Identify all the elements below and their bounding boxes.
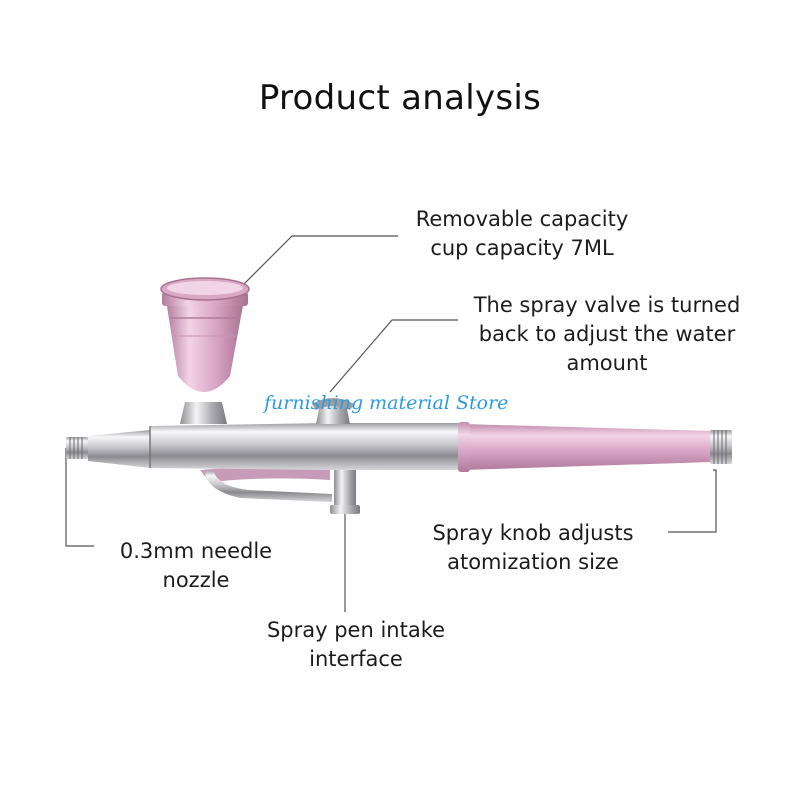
callout-valve: The spray valve is turned back to adjust…: [452, 291, 762, 378]
callout-knob: Spray knob adjusts atomization size: [408, 519, 658, 577]
paint-cup: [160, 277, 250, 392]
callout-nozzle-line: nozzle: [162, 568, 230, 592]
callout-nozzle-line: 0.3mm needle: [119, 539, 273, 563]
leader-line-cup: [235, 235, 398, 293]
callout-intake-line: interface: [309, 647, 403, 671]
callout-intake-line: Spray pen intake: [266, 618, 446, 642]
leader-line-valve: [329, 319, 458, 393]
page-title: Product analysis: [258, 78, 542, 118]
trigger-guard: [200, 466, 330, 482]
spray-knob: [710, 430, 732, 464]
callout-valve-line: The spray valve is turned: [473, 293, 741, 317]
leader-lines: [65, 235, 717, 612]
nozzle-tip: [66, 430, 150, 468]
pink-handle: [462, 424, 712, 470]
callout-cup-line: Removable capacity: [415, 207, 629, 231]
intake-stem: [330, 462, 360, 514]
cup-neck: [180, 402, 227, 424]
callout-knob-line: atomization size: [447, 550, 619, 574]
callout-knob-line: Spray knob adjusts: [432, 521, 634, 545]
spray-valve: [312, 398, 354, 424]
guard-frame: [205, 470, 332, 502]
callout-nozzle: 0.3mm needle nozzle: [96, 537, 296, 595]
store-watermark: furnishing material Store: [264, 392, 509, 414]
leader-line-knob: [668, 469, 717, 533]
callout-cup-line: cup capacity 7ML: [430, 236, 614, 260]
callout-valve-line: amount: [566, 351, 648, 375]
leader-line-nozzle: [65, 448, 94, 547]
callout-valve-line: back to adjust the water: [478, 322, 736, 346]
callout-cup: Removable capacity cup capacity 7ML: [392, 205, 652, 263]
callout-intake: Spray pen intake interface: [236, 616, 476, 674]
chrome-body: [150, 423, 465, 470]
